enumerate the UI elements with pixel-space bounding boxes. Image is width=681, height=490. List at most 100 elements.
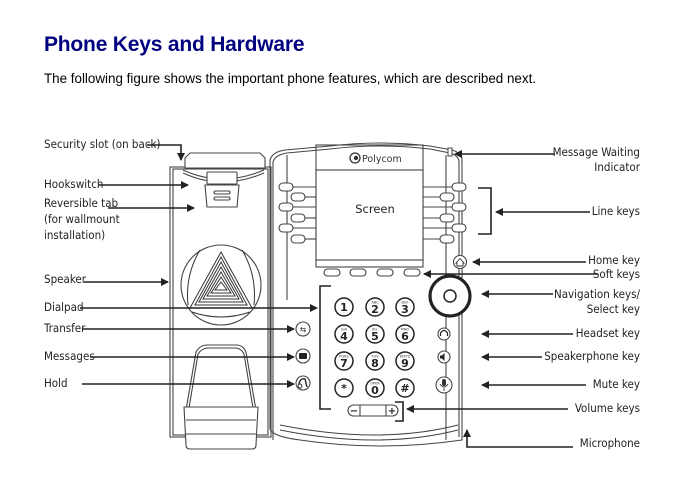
dialpad-key-digit: 3 <box>401 303 409 316</box>
dialpad-key-letters: TUV <box>370 355 379 359</box>
soft-key[interactable] <box>403 268 421 277</box>
line-key[interactable] <box>423 223 467 233</box>
handset <box>169 152 272 450</box>
label-microphone: Microphone <box>580 436 640 450</box>
polycom-logo: Polycom <box>349 152 402 165</box>
dialpad-key-letters: JKL <box>371 328 377 332</box>
label-home-key: Home key <box>588 253 640 267</box>
label-soft-keys: Soft keys <box>593 267 640 281</box>
line-key[interactable] <box>423 213 455 223</box>
line-key[interactable] <box>290 192 316 202</box>
left-line-keys <box>278 182 316 244</box>
speakerphone-icon <box>440 353 445 361</box>
dialpad-key-digit: 7 <box>340 357 348 370</box>
soft-key[interactable] <box>349 268 367 277</box>
label-reversible-tab-line2: (for wallmount <box>44 212 120 226</box>
dialpad-key-letters: GHI <box>341 328 347 332</box>
message-waiting-indicator <box>447 147 453 157</box>
dialpad-key-star[interactable]: * <box>334 378 354 398</box>
volume-keys: − + <box>347 401 404 422</box>
mute-key[interactable] <box>435 376 453 394</box>
speaker <box>180 244 262 326</box>
label-headset-key: Headset key <box>576 326 640 340</box>
line-key[interactable] <box>290 234 316 244</box>
home-icon <box>454 257 466 267</box>
hold-icon <box>298 378 308 388</box>
left-callouts: Security slot (on back) Hookswitch Rever… <box>43 137 318 390</box>
label-hookswitch: Hookswitch <box>44 177 103 191</box>
brand-name: Polycom <box>362 154 402 165</box>
label-transfer: Transfer <box>43 321 86 335</box>
right-callouts: Message Waiting Indicator Line keys Home… <box>406 145 641 450</box>
intro-paragraph: The following figure shows the important… <box>44 71 537 86</box>
label-mute-key: Mute key <box>593 377 640 391</box>
label-hold: Hold <box>44 376 68 390</box>
headset-icon <box>439 329 449 336</box>
dialpad-key-letters: OPER <box>370 382 380 386</box>
dialpad-key-letters: DEF <box>402 301 409 305</box>
select-key[interactable] <box>443 289 457 303</box>
envelope-icon <box>299 353 307 359</box>
label-line-keys: Line keys <box>592 204 640 218</box>
line-key[interactable] <box>423 192 455 202</box>
messages-key[interactable] <box>295 348 311 364</box>
dialpad-bracket <box>319 285 331 410</box>
label-reversible-tab: Reversible tab <box>44 196 118 210</box>
handset-earpiece <box>185 344 257 411</box>
hold-key[interactable] <box>295 375 311 391</box>
transfer-key[interactable]: ⇆ <box>295 321 311 337</box>
hook-cradle <box>184 152 266 169</box>
volume-up-button[interactable]: + <box>388 406 396 417</box>
label-volume-keys: Volume keys <box>575 401 640 415</box>
label-message-waiting: Message Waiting <box>553 145 640 159</box>
speakerphone-key[interactable] <box>437 350 451 364</box>
label-speakerphone-key: Speakerphone key <box>544 349 640 363</box>
soft-key[interactable] <box>376 268 394 277</box>
right-line-keys <box>423 182 467 244</box>
label-speaker: Speaker <box>44 272 87 286</box>
line-key[interactable] <box>290 213 316 223</box>
dialpad-key-digit: 6 <box>401 330 409 343</box>
label-reversible-tab-line3: installation) <box>44 228 105 242</box>
dialpad-key-digit: 9 <box>401 357 409 370</box>
navigation-keys[interactable] <box>428 274 472 318</box>
line-key[interactable] <box>278 202 316 212</box>
label-security-slot: Security slot (on back) <box>44 137 161 151</box>
line-key[interactable] <box>423 234 455 244</box>
soft-keys <box>323 268 421 277</box>
screen-label: Screen <box>355 202 395 216</box>
reversible-tab <box>204 184 240 208</box>
line-key[interactable] <box>423 182 467 192</box>
dialpad-key-digit: # <box>400 382 409 395</box>
dialpad-key-letters: WXYZ <box>400 355 411 359</box>
dialpad-key-letters: PQRS <box>339 355 349 359</box>
volume-down-button[interactable]: − <box>350 406 358 417</box>
label-dialpad: Dialpad <box>44 300 84 314</box>
line-key[interactable] <box>278 223 316 233</box>
dialpad-key-letters: MNO <box>401 328 410 332</box>
soft-key[interactable] <box>323 268 341 277</box>
hookswitch <box>206 171 238 185</box>
dialpad-key-pound[interactable]: # <box>395 378 415 398</box>
headset-key[interactable] <box>437 327 451 341</box>
dialpad-key-1[interactable]: 1 <box>334 297 354 317</box>
phone-base: Screen Polycom <box>269 142 472 447</box>
line-key[interactable] <box>423 202 467 212</box>
line-key[interactable] <box>278 182 316 192</box>
speaker-grille <box>187 249 255 318</box>
label-navigation-keys: Navigation keys/ <box>554 287 641 301</box>
home-key[interactable] <box>452 254 468 270</box>
dialpad-key-digit: 1 <box>340 301 348 314</box>
dialpad-key-letters: ABC <box>371 301 379 305</box>
microphone-mute-icon <box>442 379 446 386</box>
